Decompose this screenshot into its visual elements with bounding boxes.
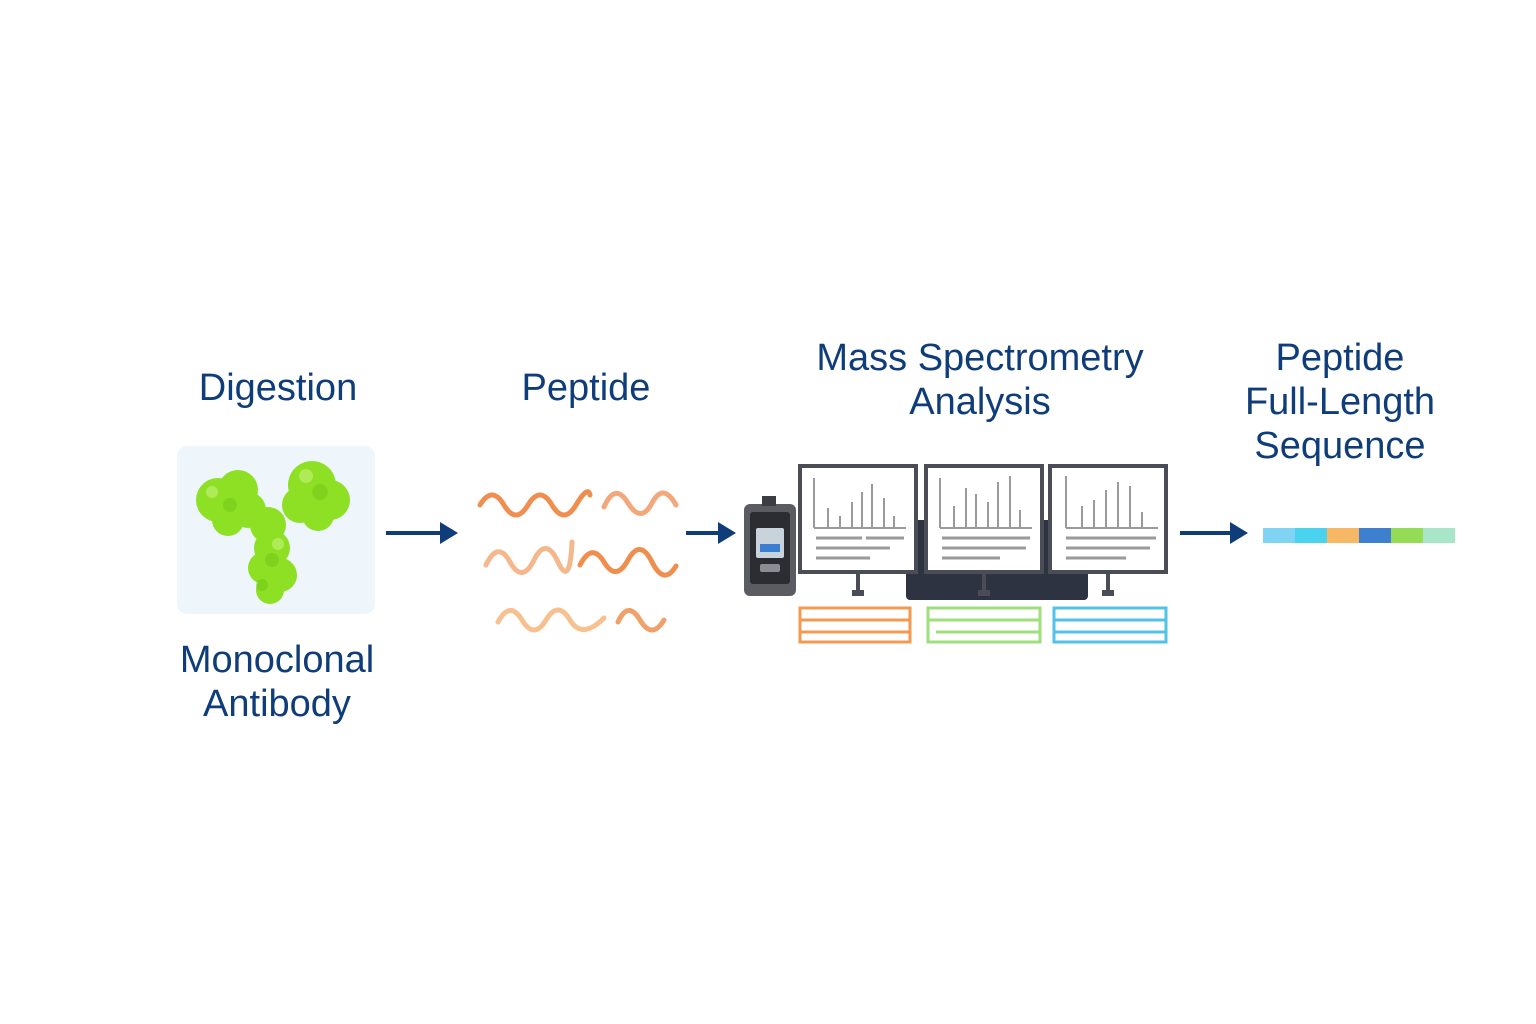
- sequence-segment: [1327, 528, 1359, 543]
- sequence-bar-icon: [1263, 528, 1455, 543]
- sequence-title: Peptide Full-Length Sequence: [1244, 337, 1436, 467]
- spectrum-monitor-icon: [924, 464, 1044, 596]
- data-table-icon: [798, 606, 1168, 644]
- sequence-segment: [1359, 528, 1391, 543]
- digestion-title: Digestion: [198, 367, 358, 409]
- antibody-caption: Monoclonal Antibody: [179, 639, 375, 725]
- ms-title: Mass Spectrometry Analysis: [816, 337, 1144, 423]
- spectrum-monitor-icon: [1048, 464, 1168, 596]
- spectrum-monitor-icon: [798, 464, 918, 596]
- sequence-segment: [1263, 528, 1295, 543]
- sequence-segment: [1391, 528, 1423, 543]
- peptide-title: Peptide: [521, 367, 651, 409]
- antibody-icon: [177, 446, 375, 614]
- sequence-segment: [1423, 528, 1455, 543]
- sequence-segment: [1295, 528, 1327, 543]
- right-arrow-icon: [1180, 522, 1248, 544]
- peptide-wave-icon: [477, 489, 679, 633]
- right-arrow-icon: [386, 522, 458, 544]
- ms-instrument-icon: [744, 496, 796, 596]
- right-arrow-icon: [686, 522, 736, 544]
